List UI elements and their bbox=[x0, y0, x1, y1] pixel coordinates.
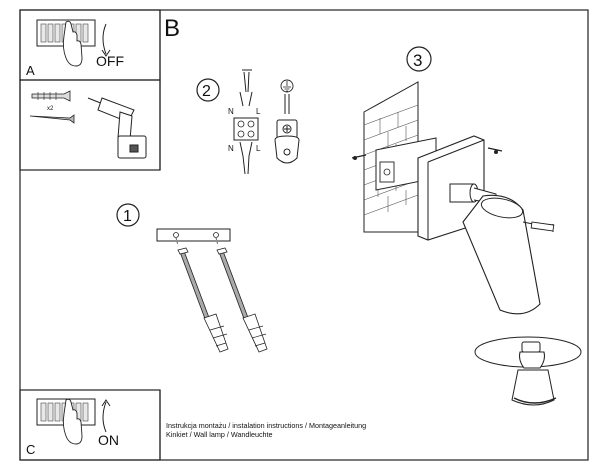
lamp-shade bbox=[462, 194, 555, 315]
caption-title: Instrukcja montażu / instalation instruc… bbox=[166, 421, 367, 430]
terminal-n-top-label: N bbox=[228, 107, 234, 116]
step-2-number: 2 bbox=[202, 83, 211, 100]
wiring-diagram: 2 N L N L bbox=[196, 69, 300, 175]
earth-clamp-icon bbox=[274, 119, 300, 164]
gu10-bulb-icon bbox=[511, 341, 557, 406]
panel-a-label: A bbox=[26, 63, 35, 78]
screw-right bbox=[216, 247, 268, 353]
caption-block: Instrukcja montażu / instalation instruc… bbox=[166, 421, 366, 439]
mounting-plate bbox=[156, 228, 231, 242]
drill-icon bbox=[87, 97, 147, 159]
off-label: OFF bbox=[96, 53, 124, 69]
fuse-box-off-illustration: A OFF bbox=[26, 19, 124, 78]
on-label: ON bbox=[98, 432, 119, 448]
fuse-box-on-illustration: C ON bbox=[26, 398, 119, 457]
earth-ground-icon bbox=[280, 79, 294, 114]
terminal-n-bottom-label: N bbox=[228, 144, 234, 153]
panel-b-label: B bbox=[164, 15, 180, 42]
screws-count-label: x2 bbox=[47, 106, 54, 112]
step-1-number: 1 bbox=[123, 208, 132, 225]
panel-c-label: C bbox=[26, 442, 35, 457]
sheet-frame bbox=[19, 9, 589, 461]
terminal-l-top-label: L bbox=[256, 107, 261, 116]
screw-left bbox=[177, 247, 229, 353]
step-3-number: 3 bbox=[413, 51, 422, 70]
caption-subtitle: Kinkiet / Wall lamp / Wandleuchte bbox=[166, 430, 273, 439]
lamp-assembly-illustration: 3 bbox=[351, 46, 582, 406]
terminal-l-bottom-label: L bbox=[256, 144, 261, 153]
mounting-step-illustration: 1 bbox=[116, 203, 268, 353]
tools-illustration: x2 bbox=[29, 90, 147, 159]
